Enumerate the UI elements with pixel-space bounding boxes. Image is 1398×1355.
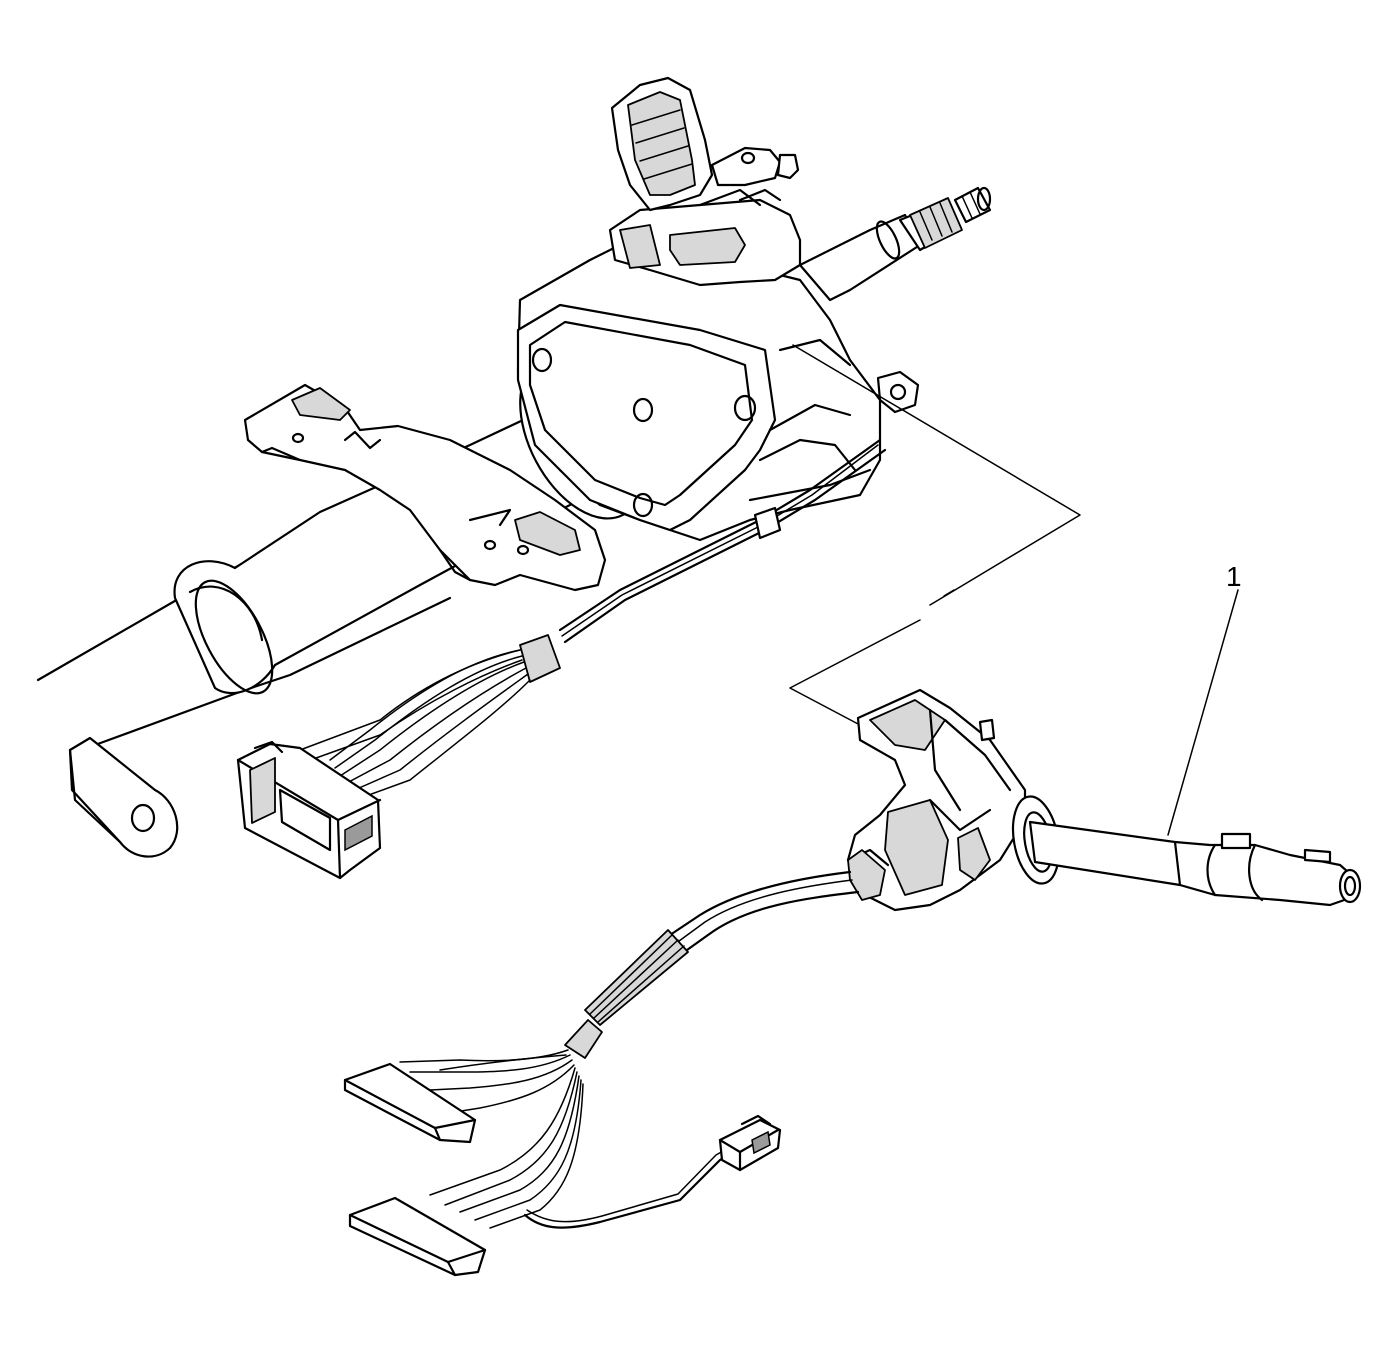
- steering-shaft: [798, 186, 992, 302]
- pivot-bracket: [68, 736, 179, 858]
- switch-body: [846, 688, 1027, 912]
- switch-harness: [399, 870, 860, 1229]
- switch-connector-pigtail: [718, 1114, 782, 1172]
- steering-column: [36, 76, 992, 880]
- callout-1-leader: [1167, 589, 1239, 836]
- switch-lever: [1011, 795, 1362, 907]
- multifunction-switch: [343, 589, 1362, 1277]
- callout-1-label: 1: [1226, 561, 1242, 592]
- column-connector: [236, 740, 382, 880]
- switch-connector-lower: [348, 1196, 487, 1277]
- switch-connector-upper: [343, 1062, 477, 1144]
- exploded-view-lines: [789, 344, 1081, 726]
- mounting-bracket: [243, 383, 607, 592]
- column-housing: [516, 188, 920, 542]
- tilt-lever: [610, 76, 800, 212]
- column-harness: [299, 438, 887, 801]
